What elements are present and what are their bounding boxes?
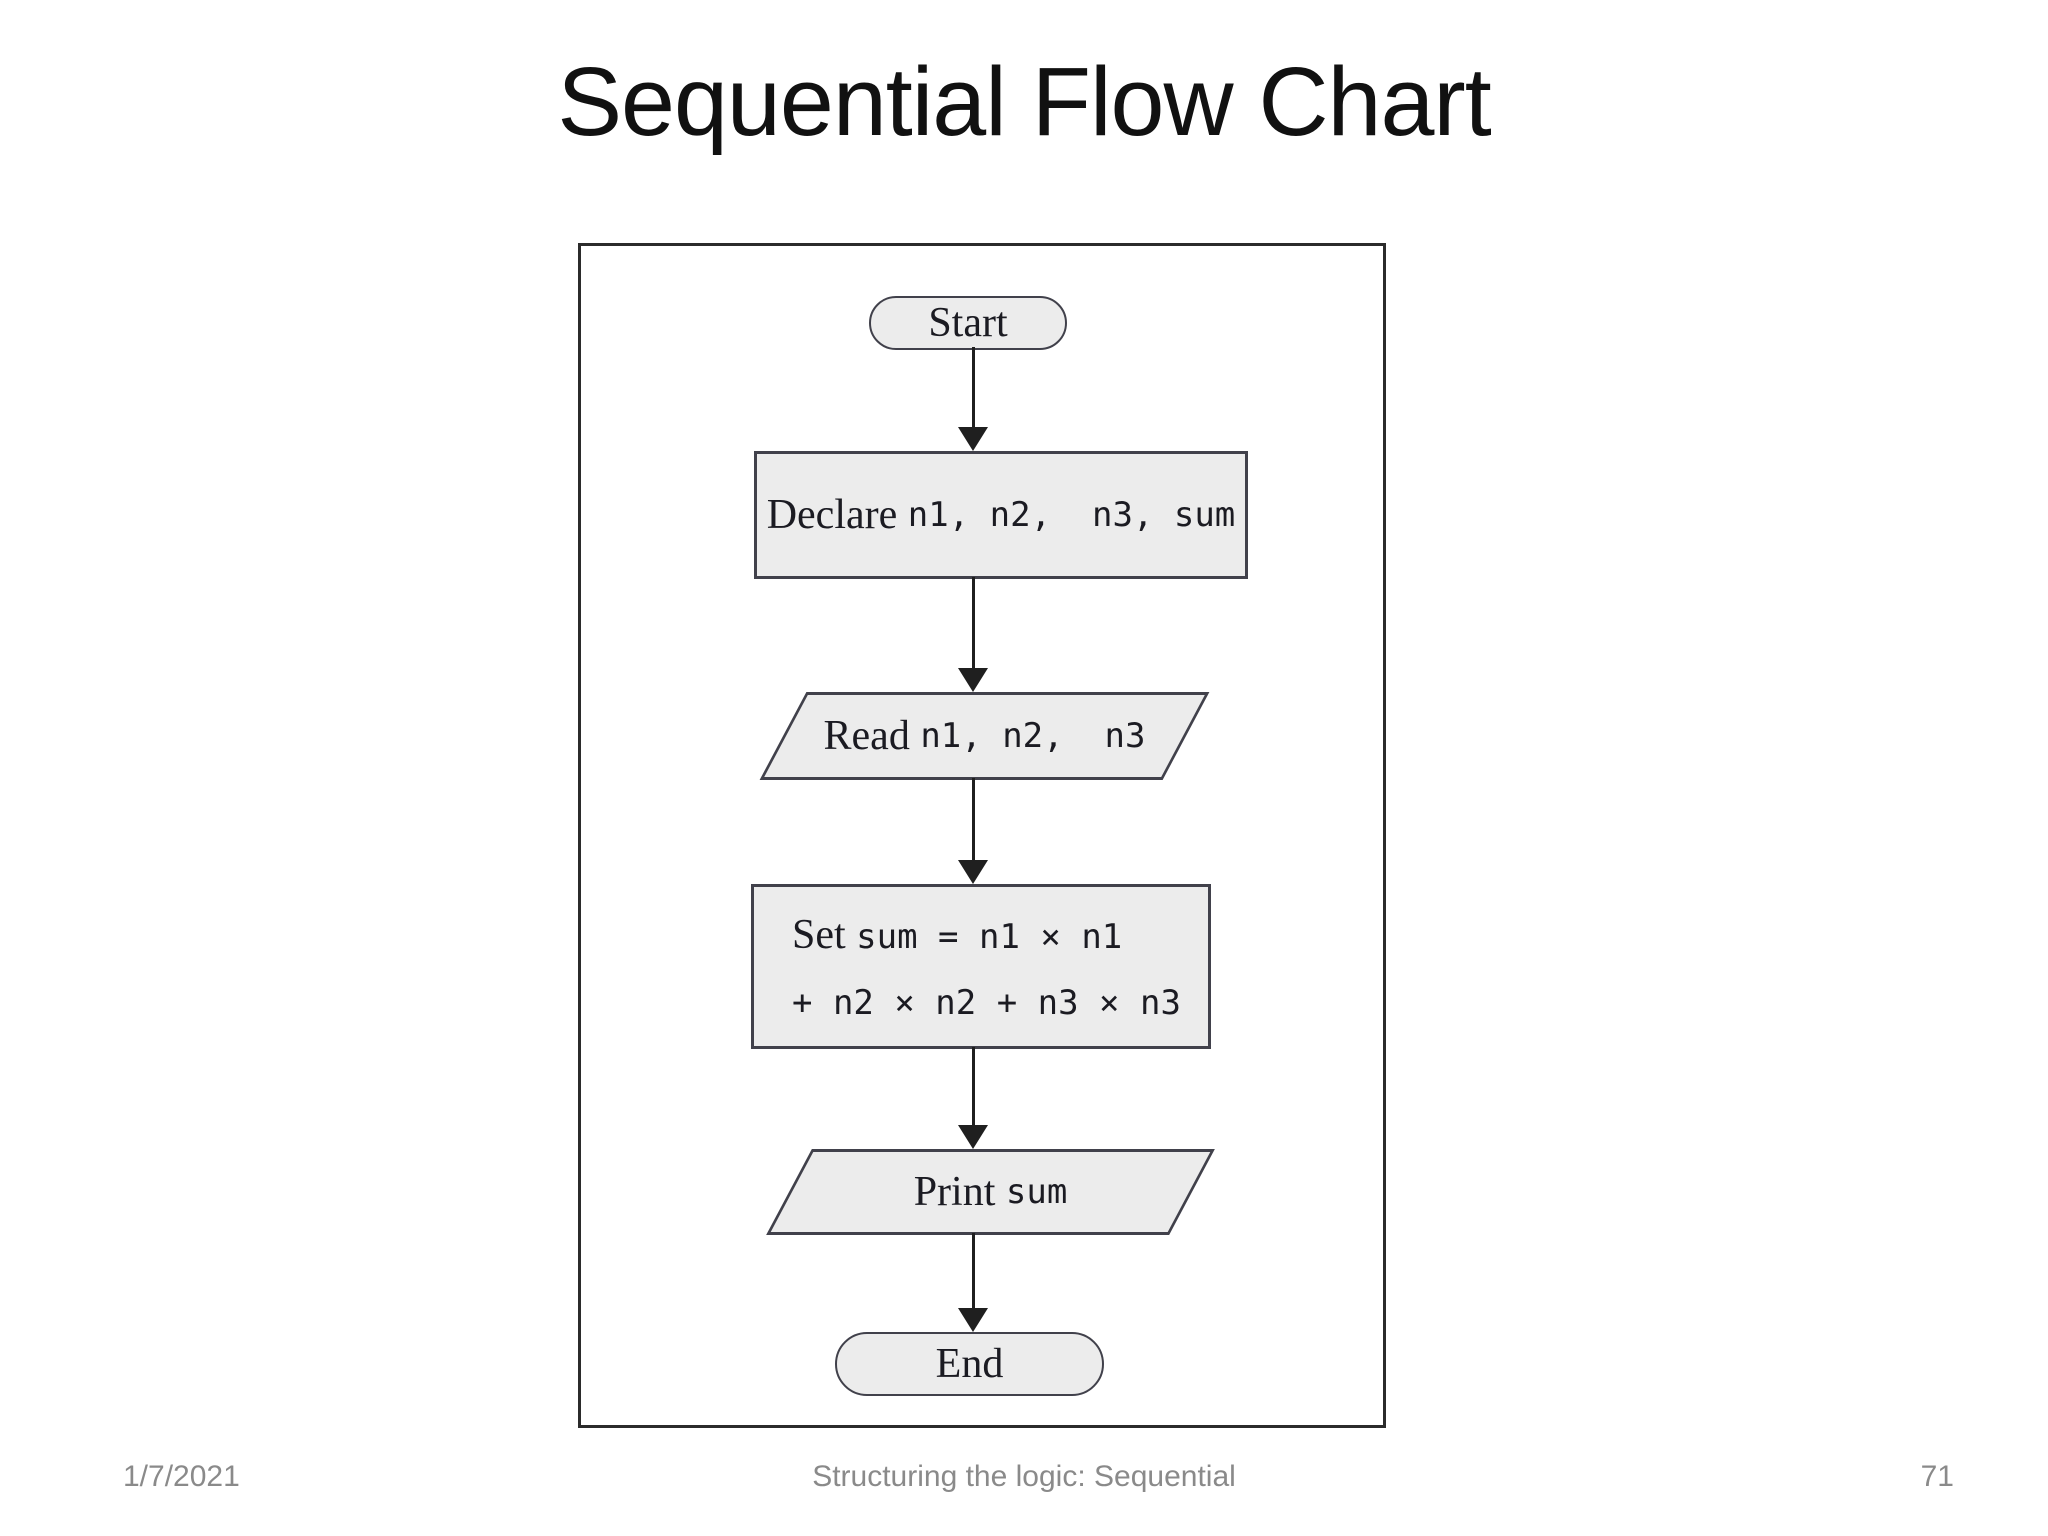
- read-variables: n1, n2, n3: [920, 716, 1146, 756]
- flowchart-node-declare: Declare n1, n2, n3, sum: [754, 451, 1248, 579]
- flowchart-node-set: Set sum = n1 × n1 + n2 × n2 + n3 × n3: [751, 884, 1211, 1049]
- print-variable: sum: [1005, 1172, 1068, 1212]
- arrow-shaft: [971, 778, 975, 864]
- arrow-shaft: [971, 347, 975, 431]
- flowchart-node-end: End: [835, 1332, 1104, 1396]
- arrow-head-icon: [958, 860, 988, 884]
- start-label: Start: [928, 300, 1008, 346]
- flowchart-node-print: Print sum: [765, 1149, 1216, 1235]
- footer-title: Structuring the logic: Sequential: [812, 1460, 1236, 1493]
- arrow-head-icon: [958, 668, 988, 692]
- flow-arrow-5: [958, 1233, 988, 1332]
- set-expression-2: + n2 × n2 + n3 × n3: [792, 982, 1181, 1023]
- set-label: Set: [792, 911, 857, 958]
- arrow-head-icon: [958, 1308, 988, 1332]
- arrow-head-icon: [958, 1125, 988, 1149]
- end-label: End: [935, 1341, 1004, 1387]
- flowchart-frame: Start Declare n1, n2, n3, sum Read n1, n…: [578, 243, 1386, 1428]
- set-expression-1: sum = n1 × n1: [856, 916, 1123, 957]
- footer-date: 1/7/2021: [123, 1460, 240, 1493]
- flow-arrow-2: [958, 577, 988, 692]
- flow-arrow-3: [958, 778, 988, 884]
- footer-page-number: 71: [1920, 1460, 1954, 1493]
- arrow-shaft: [971, 1233, 975, 1312]
- arrow-shaft: [971, 1047, 975, 1129]
- set-line-2: + n2 × n2 + n3 × n3: [792, 983, 1181, 1023]
- print-label: Print: [913, 1169, 1006, 1215]
- flowchart-node-start: Start: [869, 296, 1067, 350]
- flow-arrow-1: [958, 347, 988, 451]
- slide-title: Sequential Flow Chart: [557, 47, 1491, 156]
- arrow-head-icon: [958, 427, 988, 451]
- arrow-shaft: [971, 577, 975, 672]
- flowchart-node-read: Read n1, n2, n3: [759, 692, 1210, 780]
- slide-footer: 1/7/2021 Structuring the logic: Sequenti…: [0, 1460, 2048, 1500]
- declare-variables: n1, n2, n3, sum: [907, 495, 1236, 535]
- flow-arrow-4: [958, 1047, 988, 1149]
- read-label: Read: [823, 713, 921, 759]
- set-line-1: Set sum = n1 × n1: [792, 911, 1122, 959]
- declare-label: Declare: [766, 492, 908, 538]
